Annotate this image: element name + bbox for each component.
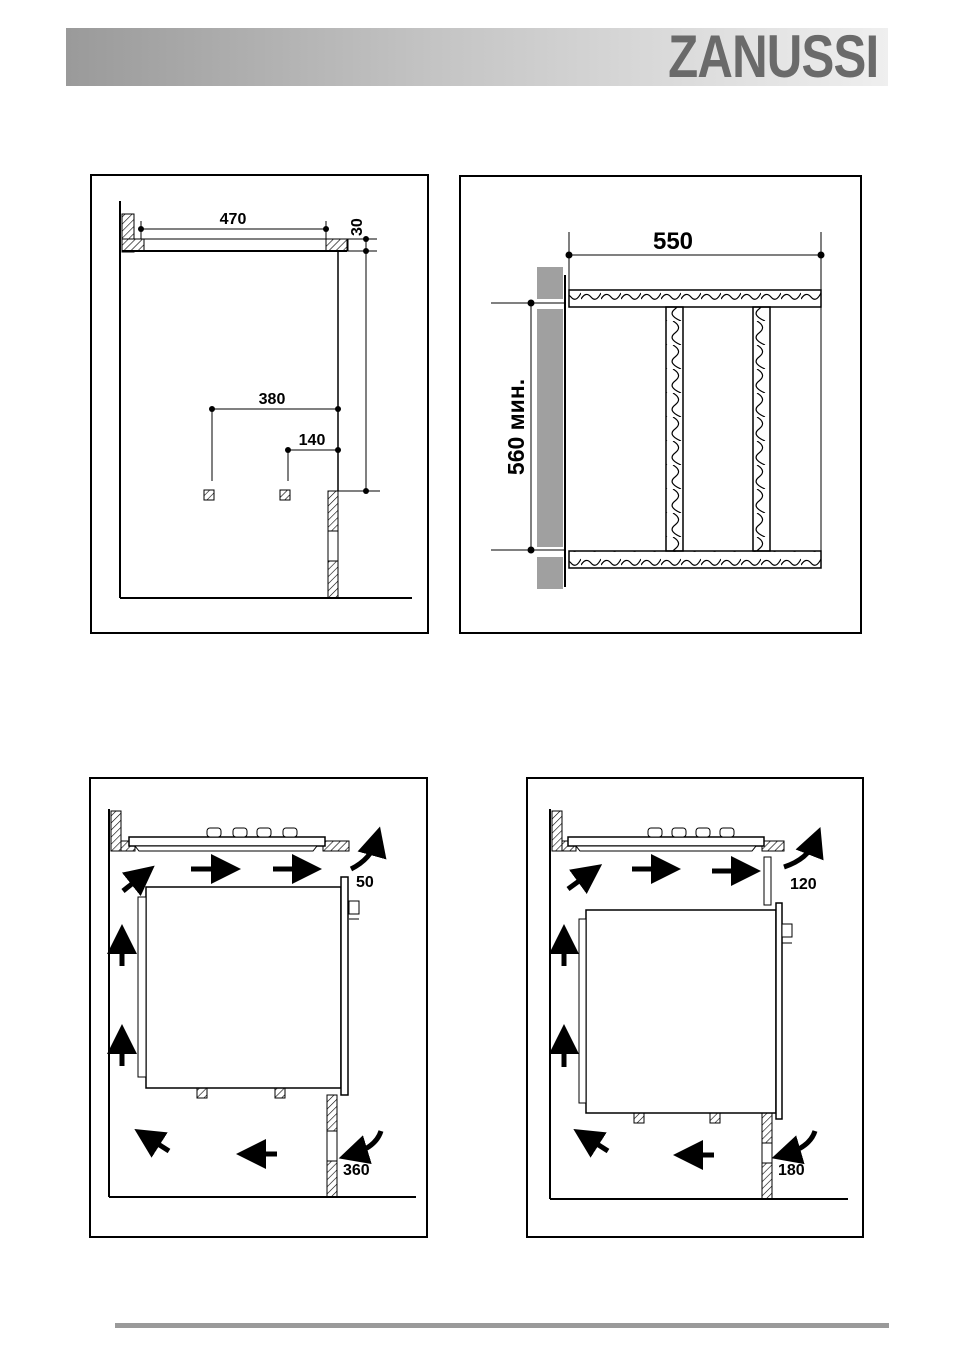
dimension-470: 470 [220, 211, 247, 228]
figure-airflow-b: 120 180 [526, 777, 864, 1238]
gap-360: 360 [343, 1162, 370, 1179]
gap-120: 120 [790, 876, 817, 893]
dimension-560-min: 560 мин. [503, 379, 529, 475]
footer-rule [115, 1323, 889, 1328]
cutout-diagram: 470 30 380 140 [92, 176, 431, 636]
dimension-380: 380 [259, 391, 286, 408]
brand-logo: ZANUSSI [668, 28, 878, 86]
airflow-a-diagram: 50 360 [91, 779, 430, 1240]
dimension-140: 140 [299, 432, 326, 449]
dimension-550: 550 [653, 228, 693, 255]
figure-cabinet-dimensions: 550 560 мин. [459, 175, 862, 634]
figure-airflow-a: 50 360 [89, 777, 428, 1238]
header-bar: ZANUSSI [66, 28, 888, 86]
cabinet-diagram: 550 560 мин. [461, 177, 864, 636]
gap-180: 180 [778, 1162, 805, 1179]
dimension-30: 30 [349, 218, 366, 236]
gap-50: 50 [356, 874, 374, 891]
airflow-b-diagram: 120 180 [528, 779, 866, 1240]
figure-cutout-dimensions: 470 30 380 140 [90, 174, 429, 634]
